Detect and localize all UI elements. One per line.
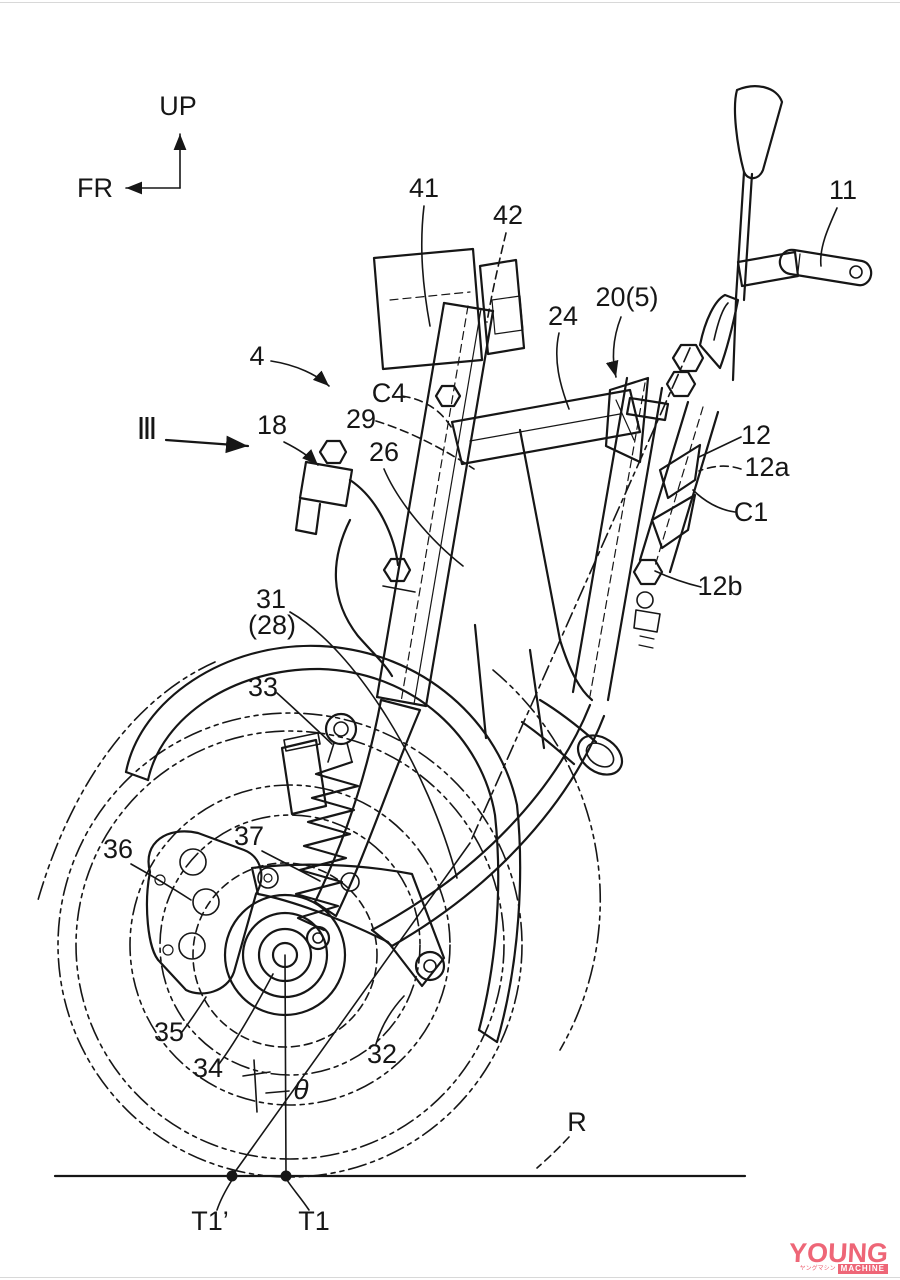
top-bridge xyxy=(450,388,642,466)
label-t1: T1 xyxy=(298,1206,330,1236)
label-theta: θ xyxy=(293,1074,308,1105)
headlight-unit xyxy=(372,247,526,371)
label-n41: 41 xyxy=(409,173,439,203)
label-t1-prime: T1’ xyxy=(191,1206,229,1236)
label-n42: 42 xyxy=(493,200,523,230)
watermark-kana: ヤングマシン xyxy=(799,1266,836,1272)
label-n31: 31 xyxy=(256,584,286,614)
leader-lines xyxy=(130,205,838,1211)
handlebar-grip xyxy=(778,248,873,287)
scan-edge-bottom xyxy=(0,1277,900,1278)
label-n35: 35 xyxy=(154,1017,184,1047)
ground-line xyxy=(53,1170,747,1182)
vertical-reference-line xyxy=(284,954,287,1177)
orientation-axes xyxy=(125,133,187,195)
label-n34: 34 xyxy=(193,1053,223,1083)
bracket-18 xyxy=(294,439,400,567)
label-n32: 32 xyxy=(367,1039,397,1069)
label-n20-5: 20(5) xyxy=(595,282,658,312)
watermark-subtitle: MACHINE xyxy=(837,1264,888,1274)
label-section-iii: Ⅲ xyxy=(137,413,158,446)
label-c1: C1 xyxy=(734,497,769,527)
mirror xyxy=(731,85,800,382)
trail-point-t1 xyxy=(280,1170,292,1182)
label-n18: 18 xyxy=(257,410,287,440)
label-n12b: 12b xyxy=(697,571,742,601)
watermark-title: YOUNG xyxy=(788,1238,889,1268)
label-n24: 24 xyxy=(548,301,578,331)
label-n36: 36 xyxy=(103,834,133,864)
trail-point-t1-prime xyxy=(226,1170,238,1182)
label-n33: 33 xyxy=(248,672,278,702)
label-n29: 29 xyxy=(346,404,376,434)
section-arrow xyxy=(164,435,250,454)
label-up: UP xyxy=(159,91,197,121)
brake-caliper xyxy=(145,830,263,995)
fork-blades xyxy=(313,698,606,948)
label-n26: 26 xyxy=(369,437,399,467)
label-n4: 4 xyxy=(249,341,264,371)
swing-link xyxy=(250,863,446,988)
steering-axis-line xyxy=(231,347,691,1177)
frame-body xyxy=(334,428,624,776)
label-n28: (28) xyxy=(248,610,296,640)
label-n37: 37 xyxy=(234,821,264,851)
label-n12: 12 xyxy=(741,420,771,450)
label-r-ground: R xyxy=(567,1107,587,1137)
young-machine-watermark: YOUNG ヤングマシン MACHINE xyxy=(788,1238,889,1274)
label-n11: 11 xyxy=(829,175,857,205)
label-fr: FR xyxy=(77,173,113,203)
caster-angle-marker xyxy=(242,1059,271,1113)
main-strut xyxy=(375,301,495,708)
shock-absorber xyxy=(280,712,360,951)
steering-column xyxy=(571,293,740,702)
fork-tube-12 xyxy=(632,400,720,649)
label-n12a: 12a xyxy=(744,452,790,482)
front-fender xyxy=(124,644,522,1044)
label-c4: C4 xyxy=(372,378,407,408)
scan-edge-top xyxy=(0,2,900,3)
front-wheel xyxy=(37,661,602,1178)
